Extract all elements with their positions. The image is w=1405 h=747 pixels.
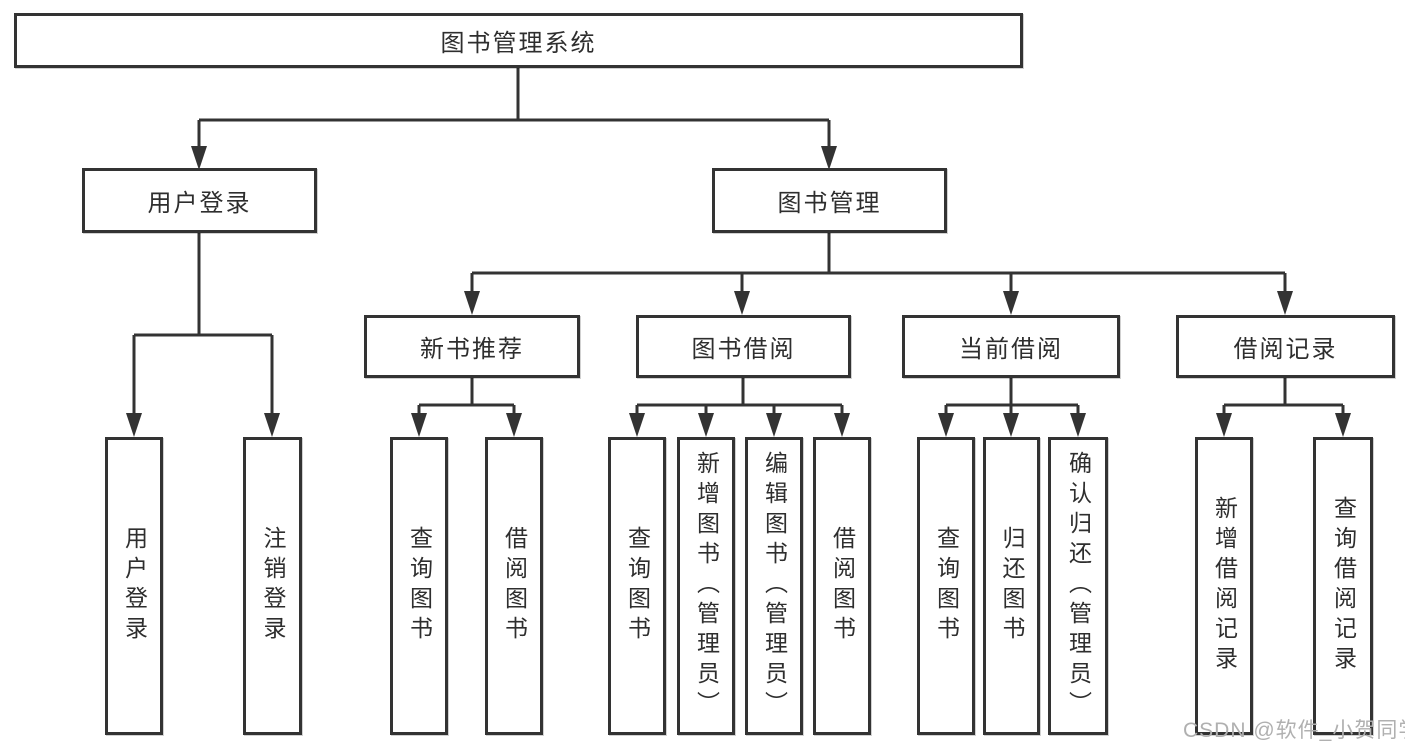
arrowheads bbox=[126, 146, 1351, 437]
node-root-library-management-system: 图书管理系统 bbox=[14, 13, 1023, 68]
connector-path bbox=[132, 68, 1345, 417]
leaf-records-add-borrow-record: 新增借阅记录 bbox=[1195, 437, 1253, 735]
leaf-borrow-query-books: 查询图书 bbox=[608, 437, 666, 735]
node-user-login: 用户登录 bbox=[82, 168, 317, 233]
leaf-current-confirm-return-admin: 确认归还（管理员） bbox=[1048, 437, 1108, 735]
leaf-borrow-borrow-books: 借阅图书 bbox=[813, 437, 871, 735]
leaf-user-login: 用户登录 bbox=[105, 437, 163, 735]
leaf-borrow-edit-books-admin: 编辑图书（管理员） bbox=[745, 437, 803, 735]
node-borrow-records: 借阅记录 bbox=[1176, 315, 1395, 378]
leaf-newbook-query-books: 查询图书 bbox=[390, 437, 448, 735]
leaf-current-return-books: 归还图书 bbox=[983, 437, 1040, 735]
node-current-borrow: 当前借阅 bbox=[902, 315, 1120, 378]
leaf-logout-login: 注销登录 bbox=[243, 437, 302, 735]
node-book-management: 图书管理 bbox=[712, 168, 947, 233]
leaf-newbook-borrow-books: 借阅图书 bbox=[485, 437, 543, 735]
leaf-current-query-books: 查询图书 bbox=[917, 437, 975, 735]
node-book-borrow: 图书借阅 bbox=[636, 315, 851, 378]
leaf-borrow-add-books-admin: 新增图书（管理员） bbox=[677, 437, 735, 735]
node-new-book-recommend: 新书推荐 bbox=[364, 315, 580, 378]
leaf-records-query-borrow-record: 查询借阅记录 bbox=[1313, 437, 1373, 735]
csdn-watermark: CSDN @软件_小贺同学 bbox=[1183, 719, 1405, 742]
